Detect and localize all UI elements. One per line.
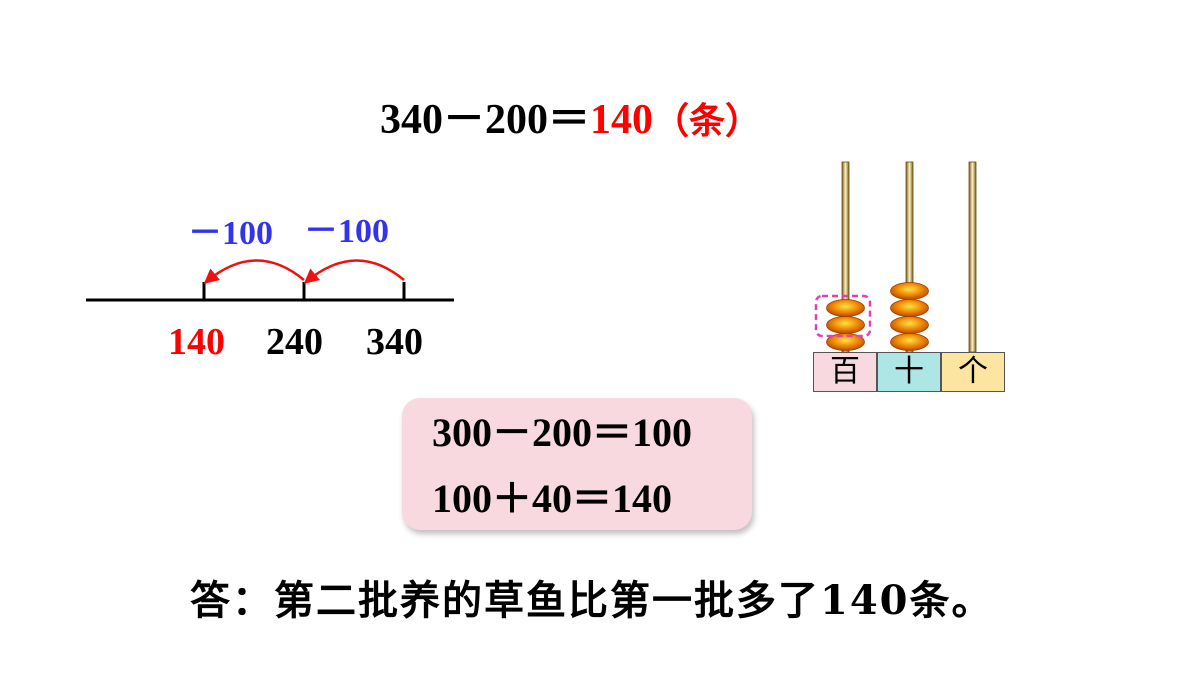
calc-line-2: 100＋40＝140 [432, 476, 672, 521]
abacus [814, 161, 977, 353]
jump-arrow-2 [303, 259, 405, 284]
equation-result: 140 [590, 97, 654, 143]
main-equation: 340－200＝140（条） [380, 92, 761, 150]
highlight-box [814, 294, 872, 338]
beads-tens [890, 282, 929, 351]
tens-bead [890, 299, 929, 317]
calculation-box: 300－200＝100 100＋40＝140 [402, 398, 752, 530]
place-hundreds: 百 [813, 352, 877, 392]
answer-text: 答：第二批养的草鱼比第一批多了140条。 [190, 577, 994, 624]
jump-arrow-1 [203, 259, 305, 284]
equation-unit: （条） [653, 101, 762, 142]
calc-line-1: 300－200＝100 [432, 410, 692, 455]
rod-ones [968, 161, 977, 353]
tens-bead [890, 316, 929, 334]
place-tens: 十 [877, 352, 941, 392]
hundreds-bead [826, 299, 865, 317]
hundreds-bead [826, 316, 865, 334]
step-label-2: －100 [304, 213, 389, 250]
tens-bead [890, 333, 929, 351]
tens-bead [890, 282, 929, 300]
place-ones: 个 [941, 352, 1005, 392]
tick-label-240: 240 [266, 321, 323, 363]
tick-label-340: 340 [366, 321, 423, 363]
tick-label-140: 140 [168, 321, 225, 363]
step-label-1: －100 [188, 215, 273, 252]
beads-hundreds [826, 299, 865, 351]
equation-left: 340－200＝ [380, 97, 591, 143]
